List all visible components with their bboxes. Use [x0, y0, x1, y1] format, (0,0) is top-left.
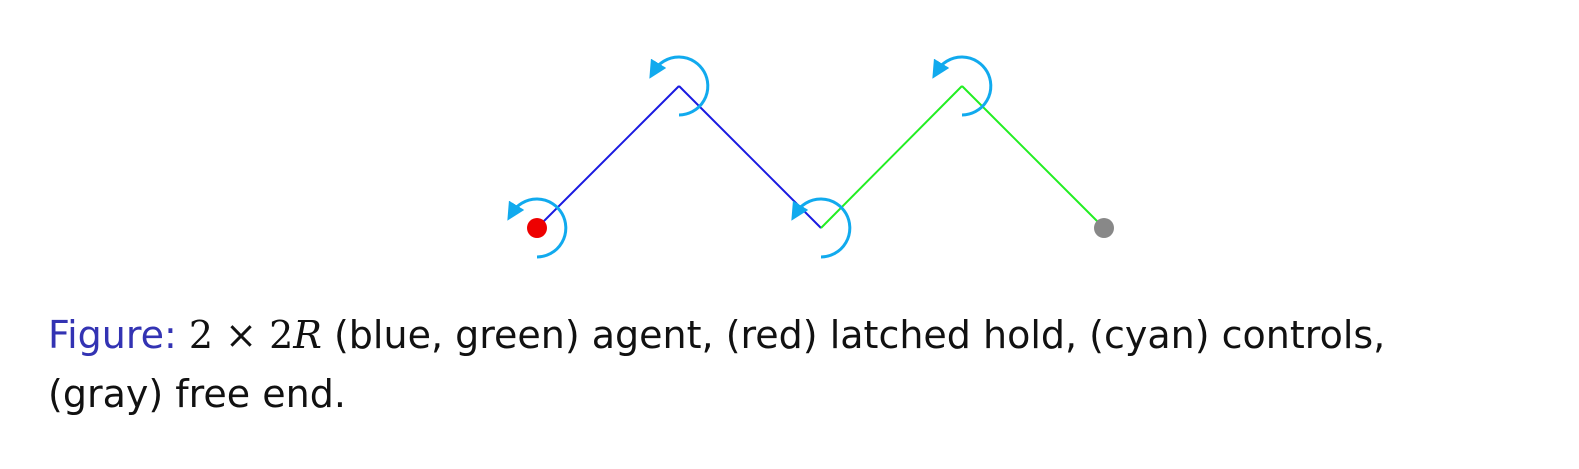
agent-links	[536, 85, 1105, 229]
counterclockwise-arrow-icon	[932, 55, 993, 117]
counterclockwise-arrow-icon	[507, 197, 568, 259]
caption-text-line2: (gray) free end.	[48, 372, 346, 416]
caption-math-var: R	[293, 313, 322, 357]
rotation-controls	[507, 55, 993, 259]
counterclockwise-arrow-icon	[649, 55, 710, 117]
caption-math-left: 2 × 2	[188, 313, 294, 357]
counterclockwise-arrow-icon	[791, 197, 852, 259]
robot-arm-diagram	[507, 55, 1114, 259]
link-green-1	[820, 85, 963, 229]
latched-hold-dot	[527, 218, 547, 238]
free-end-dot	[1094, 218, 1114, 238]
caption-label: Figure:	[48, 313, 177, 357]
link-green-2	[961, 85, 1105, 229]
figure-caption: Figure: 2 × 2R (blue, green) agent, (red…	[48, 306, 1548, 424]
caption-math: 2 × 2R	[189, 313, 322, 357]
caption-text-line1: (blue, green) agent, (red) latched hold,…	[321, 313, 1386, 357]
link-blue-1	[536, 85, 680, 229]
